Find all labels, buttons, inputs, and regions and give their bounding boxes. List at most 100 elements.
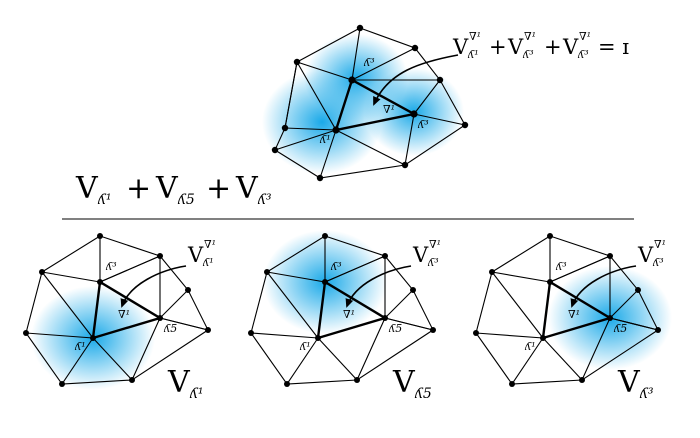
sum-base-1: V: [75, 171, 99, 206]
panel-title-sub: ʎ¹: [189, 386, 204, 402]
mesh-edge: [324, 255, 386, 283]
vertex: [410, 287, 416, 293]
mesh-edge: [266, 271, 319, 339]
mesh-edge: [475, 332, 544, 339]
mesh-edge: [159, 317, 209, 331]
ann-sub-1: ʎ¹: [467, 48, 479, 61]
mesh-edge: [99, 255, 161, 283]
mesh-edge: [491, 271, 551, 283]
vertex: [579, 377, 585, 383]
panel-annotation-sup: ∇¹: [204, 238, 216, 251]
panel-annotation-sub: ʎ³: [427, 256, 439, 269]
top-mesh: ʎ¹ ʎ³ ʎ³ ∇¹: [262, 24, 469, 182]
vertex: [356, 24, 364, 32]
panel-label-v1: ʎ¹: [524, 340, 536, 353]
vertex: [322, 233, 328, 239]
panel-title-sub: ʎ³: [639, 386, 654, 402]
panel-label-v3: ʎ5: [163, 322, 177, 335]
panel-label-tri: ∇¹: [343, 308, 355, 321]
mesh-edge: [491, 271, 544, 339]
panel-label-v3: ʎ5: [613, 322, 627, 335]
vertex: [401, 161, 409, 169]
ann-sub-3: ʎ³: [577, 48, 589, 61]
vertex: [607, 315, 613, 321]
panel-annotation-base: V: [187, 243, 204, 267]
panel-annotation-sup: ∇¹: [429, 238, 441, 251]
mesh-edge: [131, 317, 161, 381]
mesh-edge: [609, 289, 639, 319]
panel-label-v1: ʎ¹: [299, 340, 311, 353]
sum-plus-2: +: [206, 171, 231, 206]
top-highlighted-triangle: [334, 78, 418, 132]
panel-label-v2: ʎ³: [330, 260, 342, 273]
top-edges: [274, 27, 466, 179]
sum-base-3: V: [235, 171, 259, 206]
ann-base-2: V: [507, 35, 524, 59]
vertex: [461, 121, 469, 129]
mesh-edge: [41, 271, 94, 339]
vertex: [157, 253, 163, 259]
vertex: [635, 287, 641, 293]
vertex: [59, 381, 65, 387]
sum-formula: V ʎ¹ + V ʎ5 + V ʎ³: [75, 171, 272, 208]
mesh-edge: [61, 337, 94, 385]
panel-label-v2: ʎ³: [555, 260, 567, 273]
top-vertices: [271, 24, 469, 182]
vertex: [129, 377, 135, 383]
panel-title-sub: ʎ5: [414, 386, 432, 402]
sum-sub-2: ʎ5: [177, 192, 195, 208]
vertex: [23, 330, 29, 336]
panel-annotation-base: V: [637, 243, 654, 267]
vertex: [382, 315, 388, 321]
vertex: [315, 335, 321, 341]
mesh-edge: [549, 255, 611, 283]
panel-label-v3: ʎ5: [388, 322, 402, 335]
sum-base-2: V: [155, 171, 179, 206]
ann-sub-2: ʎ³: [522, 48, 534, 61]
ann-base-1: V: [452, 35, 469, 59]
top-label-v3: ʎ³: [417, 118, 429, 131]
mesh-edge: [356, 317, 386, 381]
vertex: [607, 253, 613, 259]
vertex: [97, 279, 103, 285]
mesh-edge: [41, 271, 101, 283]
vertex: [489, 269, 495, 275]
vertex-lambda3: [410, 110, 418, 118]
vertex: [547, 233, 553, 239]
mesh-edge: [25, 332, 94, 339]
ann-sup-2: ∇¹: [524, 30, 536, 43]
ann-base-3: V: [562, 35, 579, 59]
vertex: [411, 44, 419, 52]
vertex: [354, 377, 360, 383]
top-label-v2: ʎ³: [363, 56, 375, 69]
mesh-edge: [581, 317, 611, 381]
top-shading: [262, 34, 464, 174]
panel-highlighted-triangle: [91, 280, 163, 340]
vertex: [281, 124, 289, 132]
panel-annotation-base: V: [412, 243, 429, 267]
vertex: [430, 327, 436, 333]
ann-plus-1: +: [489, 35, 507, 59]
top-arrow: [373, 54, 459, 106]
vertex: [382, 253, 388, 259]
panel-arrow: [570, 265, 637, 308]
panel-label-v1: ʎ¹: [74, 340, 86, 353]
panel-highlighted-triangle: [541, 280, 613, 340]
mesh-edge: [159, 289, 189, 319]
mesh-edge: [542, 337, 583, 381]
panel-annotation-sup: ∇¹: [654, 238, 666, 251]
vertex: [271, 146, 279, 154]
mesh-edge: [384, 289, 414, 319]
mesh-edge: [286, 337, 319, 385]
panel-title-base: V: [167, 365, 191, 400]
vertex: [39, 269, 45, 275]
vertex: [97, 233, 103, 239]
sum-sub-1: ʎ¹: [97, 192, 112, 208]
ann-sup-1: ∇¹: [469, 30, 481, 43]
ann-sup-3: ∇¹: [579, 30, 591, 43]
panel-arrow: [345, 265, 412, 308]
vertex: [248, 330, 254, 336]
